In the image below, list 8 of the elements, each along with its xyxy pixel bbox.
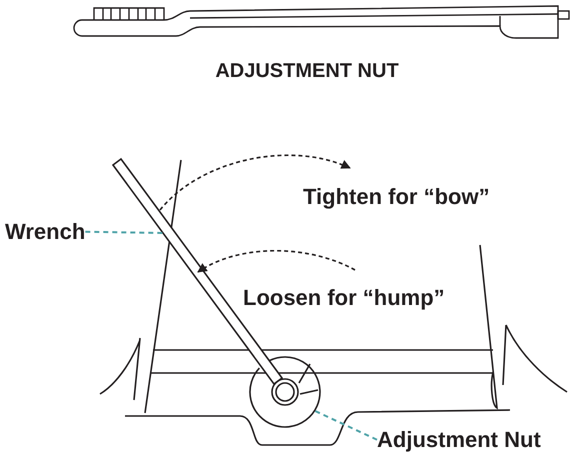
leader-line [312,409,378,441]
adjustment-nut [249,356,321,428]
callout-label: Wrench [5,218,86,246]
title: ADJUSTMENT NUT [214,59,400,84]
callout-label: Adjustment Nut [377,426,541,454]
leader-line [85,230,164,234]
instruction-text: Loosen for “hump” [243,284,445,312]
instruction-text: Tighten for “bow” [303,183,490,210]
